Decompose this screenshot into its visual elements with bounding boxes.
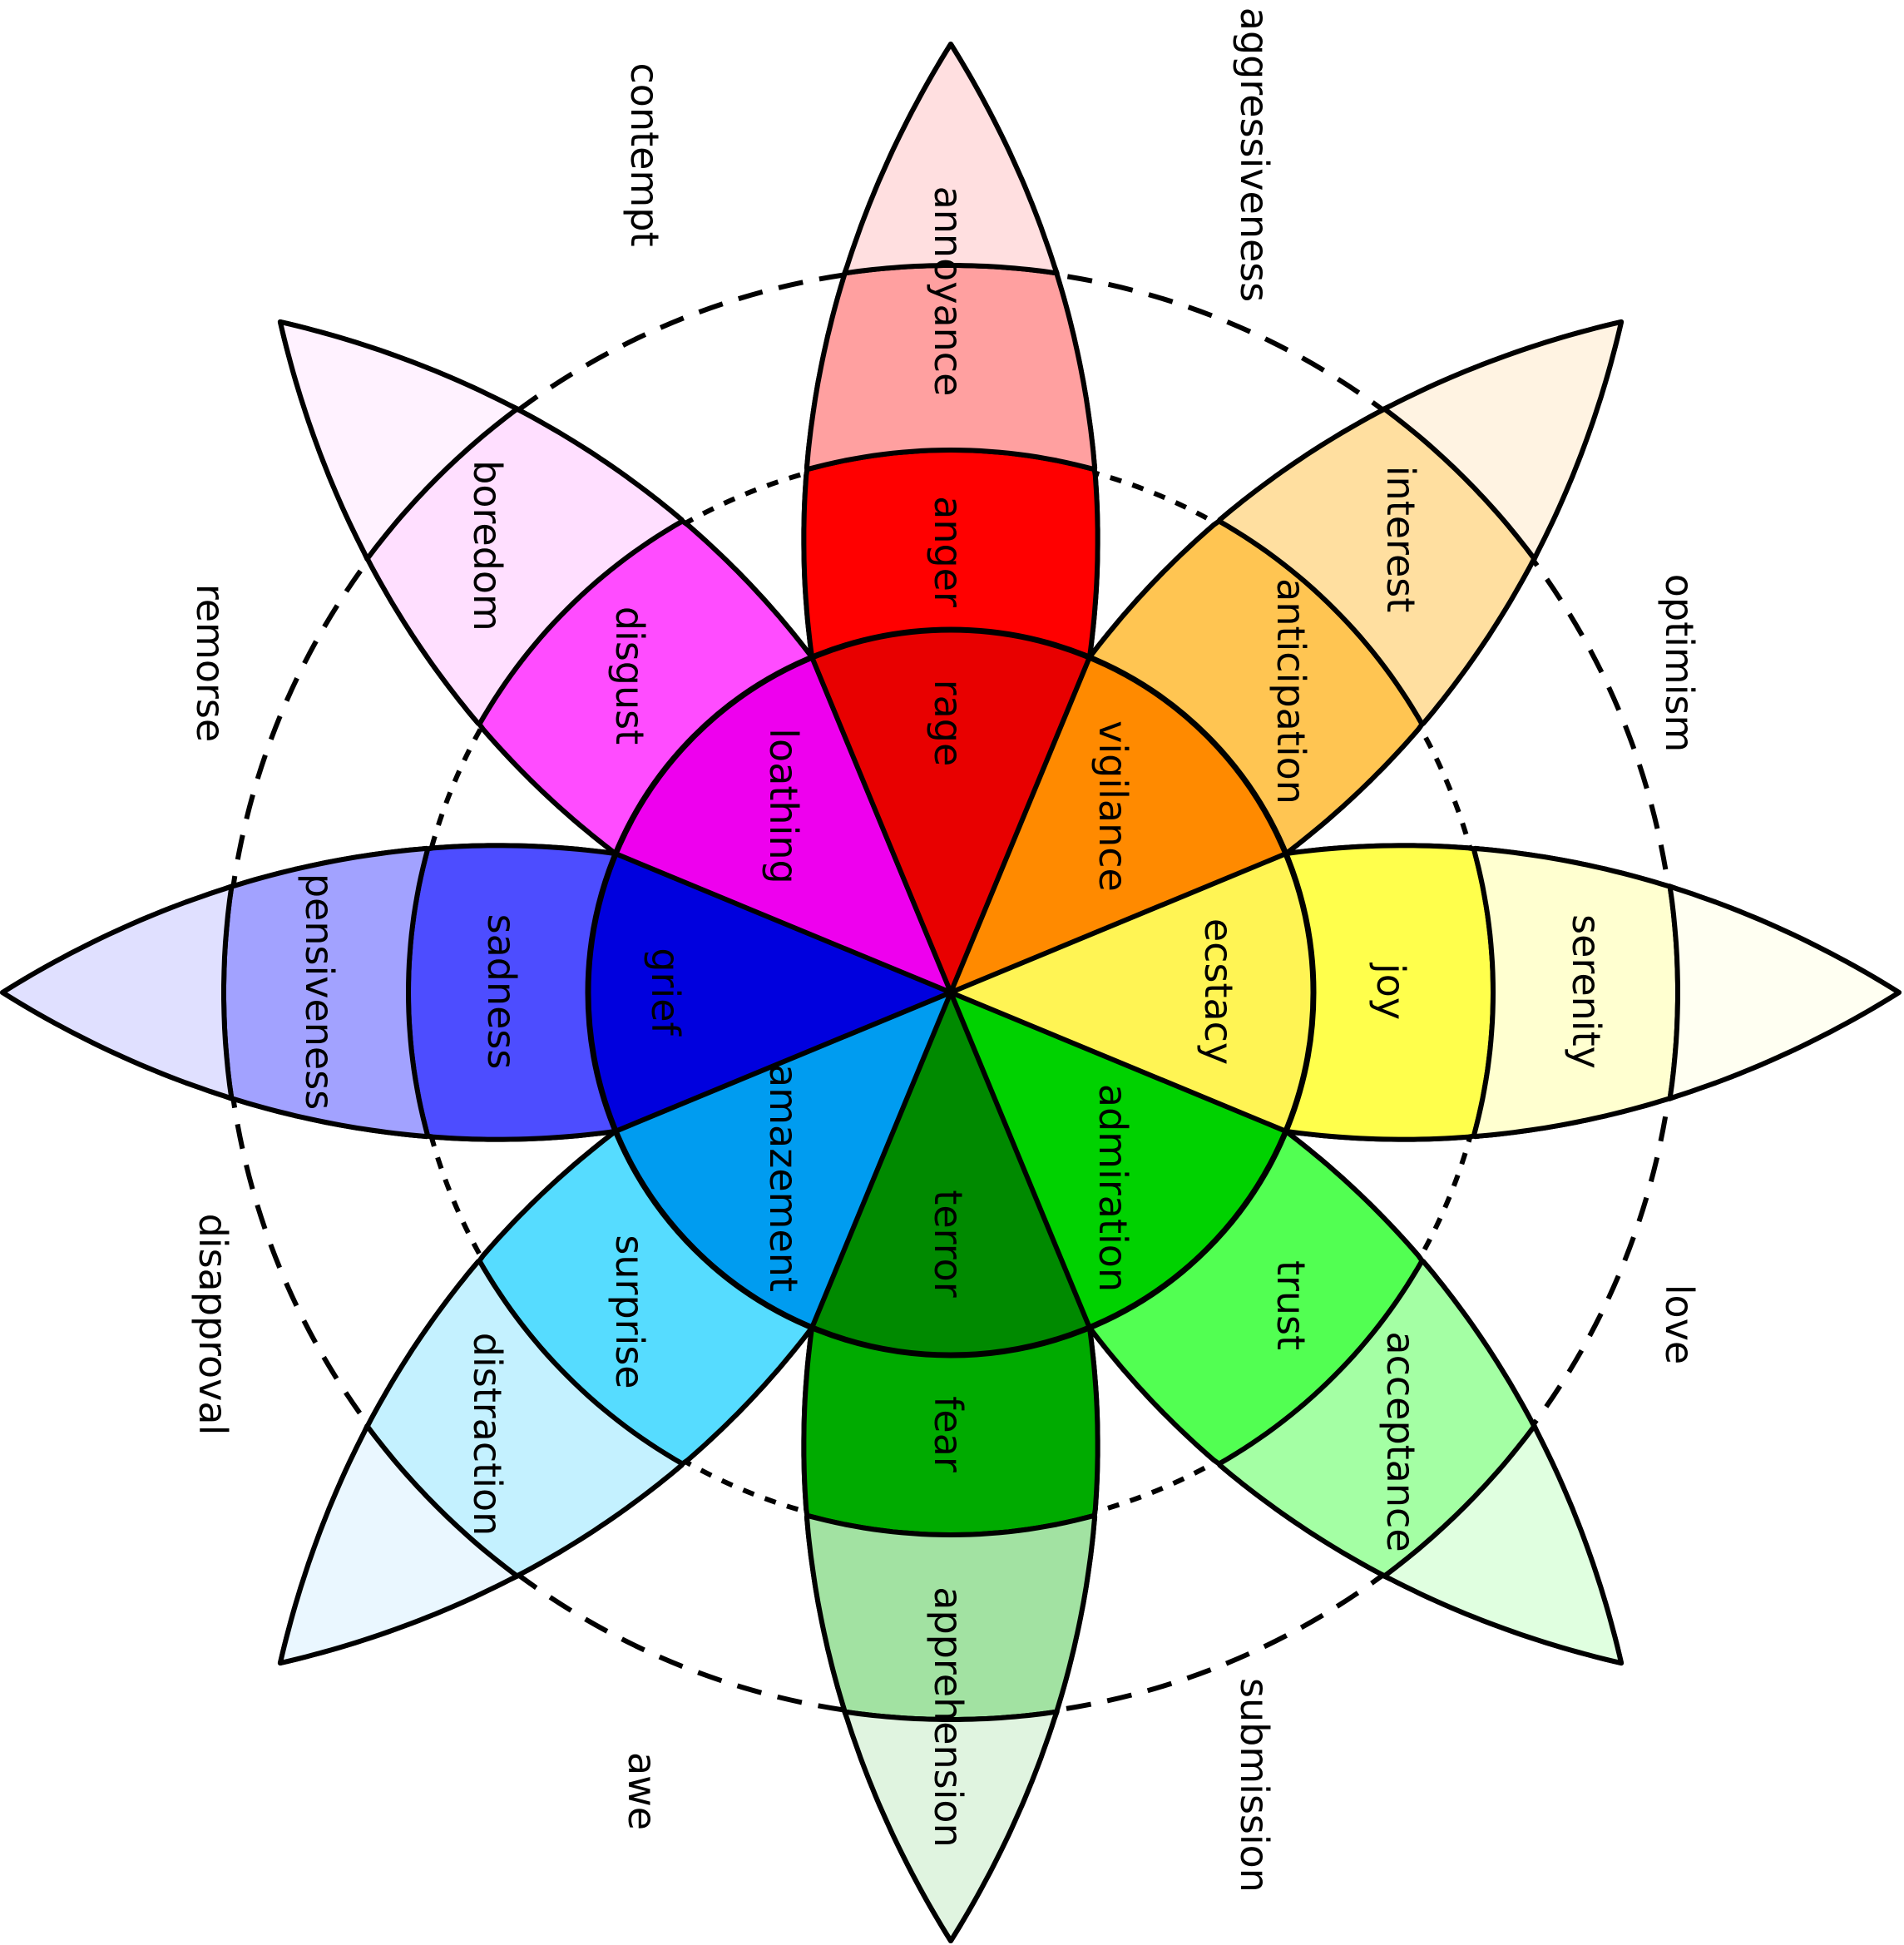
- label-fear: fear: [926, 1396, 971, 1472]
- label-terror: terror: [926, 1190, 971, 1297]
- dyad-submission: submission: [1232, 1678, 1277, 1893]
- label-annoyance: annoyance: [926, 186, 971, 397]
- label-pensiveness: pensiveness: [297, 874, 342, 1110]
- spoke-line: [615, 990, 952, 1134]
- spoke-line: [809, 656, 953, 994]
- dyad-contempt: contempt: [622, 63, 667, 247]
- petal-band-overlay: [1382, 319, 1625, 562]
- spoke-line: [615, 851, 952, 995]
- label-acceptance: acceptance: [1378, 1331, 1423, 1552]
- label-joy: joy: [1368, 963, 1413, 1020]
- label-admiration: admiration: [1090, 1084, 1135, 1292]
- label-anticipation: anticipation: [1269, 578, 1313, 804]
- label-surprise: surprise: [607, 1235, 652, 1388]
- label-disgust: disgust: [607, 606, 652, 745]
- label-ecstacy: ecstacy: [1196, 918, 1241, 1065]
- petal-band-overlay: [842, 1709, 1060, 1943]
- labels-group: rage anger annoyance vigilance anticipat…: [188, 7, 1702, 1893]
- dyad-awe: awe: [620, 1752, 665, 1830]
- label-grief: grief: [643, 948, 688, 1037]
- segment-terror: [812, 992, 1090, 1355]
- segment-admiration: [951, 992, 1286, 1328]
- segment-grief: [588, 854, 951, 1131]
- spoke-line: [948, 656, 1092, 994]
- label-apprehension: apprehension: [926, 1586, 971, 1847]
- dyad-disapproval: disapproval: [190, 1214, 235, 1436]
- label-boredom: boredom: [465, 460, 510, 631]
- label-interest: interest: [1378, 466, 1423, 612]
- spokes-group: [615, 656, 1287, 1329]
- segment-ecstacy: [951, 854, 1313, 1131]
- label-anger: anger: [926, 496, 971, 607]
- petal-band-overlay: [1382, 1423, 1625, 1666]
- label-rage: rage: [926, 680, 971, 767]
- dyad-optimism: optimism: [1657, 574, 1702, 753]
- segment-rage: [812, 630, 1090, 992]
- petal-band-overlay: [1667, 883, 1902, 1101]
- segment-vigilance: [951, 657, 1286, 992]
- label-sadness: sadness: [479, 914, 524, 1070]
- spoke-line: [949, 990, 1287, 1134]
- spoke-line: [949, 851, 1287, 995]
- dyad-remorse: remorse: [188, 584, 233, 742]
- inner-circle: [585, 626, 1317, 1359]
- petal-band-overlay: [277, 319, 520, 562]
- label-distraction: distraction: [465, 1333, 510, 1537]
- petal-band-overlay: [277, 1423, 520, 1666]
- dyad-aggressiveness: aggressiveness: [1232, 7, 1277, 302]
- petal-band-overlay: [0, 883, 235, 1101]
- label-vigilance: vigilance: [1090, 720, 1135, 892]
- petal-band-overlay: [842, 42, 1060, 276]
- label-loathing: loathing: [761, 728, 806, 883]
- dyad-love: love: [1657, 1284, 1702, 1364]
- spoke-line: [809, 991, 953, 1329]
- label-amazement: amazement: [761, 1064, 806, 1292]
- spoke-line: [948, 991, 1092, 1329]
- label-serenity: serenity: [1564, 914, 1609, 1069]
- label-trust: trust: [1269, 1260, 1313, 1350]
- segment-loathing: [616, 657, 951, 992]
- segment-amazement: [616, 992, 951, 1328]
